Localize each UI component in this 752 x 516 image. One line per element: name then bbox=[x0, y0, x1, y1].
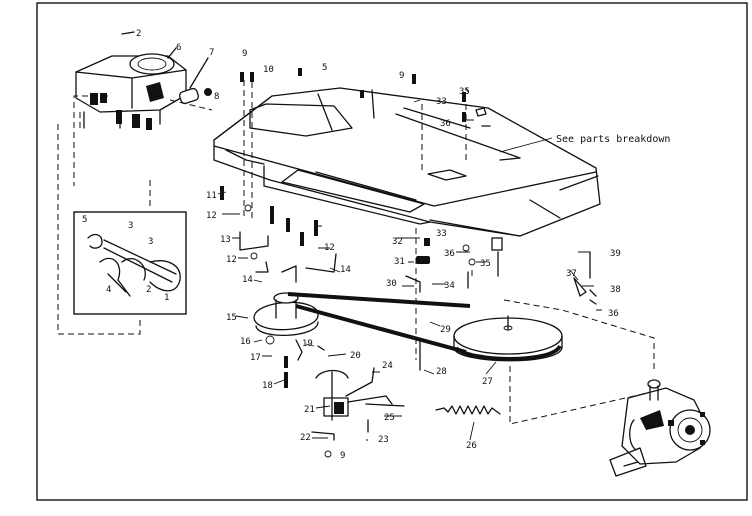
callout-9-top: 9 bbox=[242, 49, 247, 59]
callout-11: 11 bbox=[206, 191, 217, 201]
callout-33-top: 33 bbox=[436, 97, 447, 107]
callout-24: 24 bbox=[382, 361, 393, 371]
callout-14-b: 14 bbox=[340, 265, 351, 275]
callout-1-inset: 1 bbox=[164, 293, 169, 303]
callout-38: 38 bbox=[610, 285, 621, 295]
alignment-lines bbox=[243, 80, 473, 360]
control-cable-dashed bbox=[57, 95, 151, 335]
engine-leader-7 bbox=[189, 57, 209, 89]
callout-21: 21 bbox=[304, 405, 315, 415]
callout-25: 25 bbox=[384, 413, 395, 423]
callout-7: 7 bbox=[209, 48, 214, 58]
mower-deck bbox=[213, 87, 601, 237]
callout-12-b: 12 bbox=[226, 255, 237, 265]
callout-34: 34 bbox=[444, 281, 455, 291]
large-pulley bbox=[453, 315, 563, 362]
callout-3b-inset: 3 bbox=[148, 237, 153, 247]
callout-30: 30 bbox=[386, 279, 397, 289]
callout-10: 10 bbox=[263, 65, 274, 75]
callout-36-mid: 36 bbox=[444, 249, 455, 259]
callout-2: 2 bbox=[136, 29, 141, 39]
callout-23: 23 bbox=[378, 435, 389, 445]
callout-3-inset: 3 bbox=[128, 221, 133, 231]
callout-12-a: 12 bbox=[206, 211, 217, 221]
callout-31: 31 bbox=[394, 257, 405, 267]
callout-39: 39 bbox=[610, 249, 621, 259]
see-parts-breakdown-note: See parts breakdown bbox=[556, 134, 670, 145]
callout-17: 17 bbox=[250, 353, 261, 363]
callout-6: 6 bbox=[176, 43, 181, 53]
callout-5-top: 5 bbox=[322, 63, 327, 73]
callout-19: 19 bbox=[302, 339, 313, 349]
callout-2-inset: 2 bbox=[146, 285, 151, 295]
callout-35-top: 35 bbox=[459, 87, 470, 97]
muffler bbox=[178, 87, 212, 105]
callout-35-mid: 35 bbox=[480, 259, 491, 269]
callout-9-right: 9 bbox=[399, 71, 404, 81]
callout-18: 18 bbox=[262, 381, 273, 391]
spring bbox=[435, 405, 501, 415]
engine-to-deck-dashed bbox=[169, 99, 213, 111]
callout-28: 28 bbox=[436, 367, 447, 377]
inset-box bbox=[73, 211, 187, 315]
callout-4-inset: 4 bbox=[106, 285, 111, 295]
callout-13: 13 bbox=[220, 235, 231, 245]
engine-pulley bbox=[253, 292, 319, 345]
engine bbox=[75, 53, 187, 130]
part-2-pin bbox=[121, 31, 135, 35]
callout-5-inset: 5 bbox=[82, 215, 87, 225]
gearbox bbox=[609, 379, 711, 477]
callout-32: 32 bbox=[392, 237, 403, 247]
callout-15: 15 bbox=[226, 313, 237, 323]
callout-27: 27 bbox=[482, 377, 493, 387]
callout-22: 22 bbox=[300, 433, 311, 443]
drive-belt bbox=[287, 292, 471, 354]
callout-37: 37 bbox=[566, 269, 577, 279]
callout-36-right: 36 bbox=[608, 309, 619, 319]
callout-29: 29 bbox=[440, 325, 451, 335]
diagram-border bbox=[36, 2, 748, 501]
gearbox-dashed bbox=[503, 299, 655, 425]
callout-33-mid: 33 bbox=[436, 229, 447, 239]
leader-lines bbox=[217, 87, 602, 441]
callout-16: 16 bbox=[240, 337, 251, 347]
callout-14-a: 14 bbox=[242, 275, 253, 285]
callout-12-c: 12 bbox=[324, 243, 335, 253]
callout-26: 26 bbox=[466, 441, 477, 451]
engine-leader-6 bbox=[167, 47, 177, 59]
callout-20: 20 bbox=[350, 351, 361, 361]
callout-36-top: 36 bbox=[440, 119, 451, 129]
brake-linkage bbox=[295, 339, 405, 458]
callout-9-bottom: 9 bbox=[340, 451, 345, 461]
callout-8: 8 bbox=[214, 92, 219, 102]
